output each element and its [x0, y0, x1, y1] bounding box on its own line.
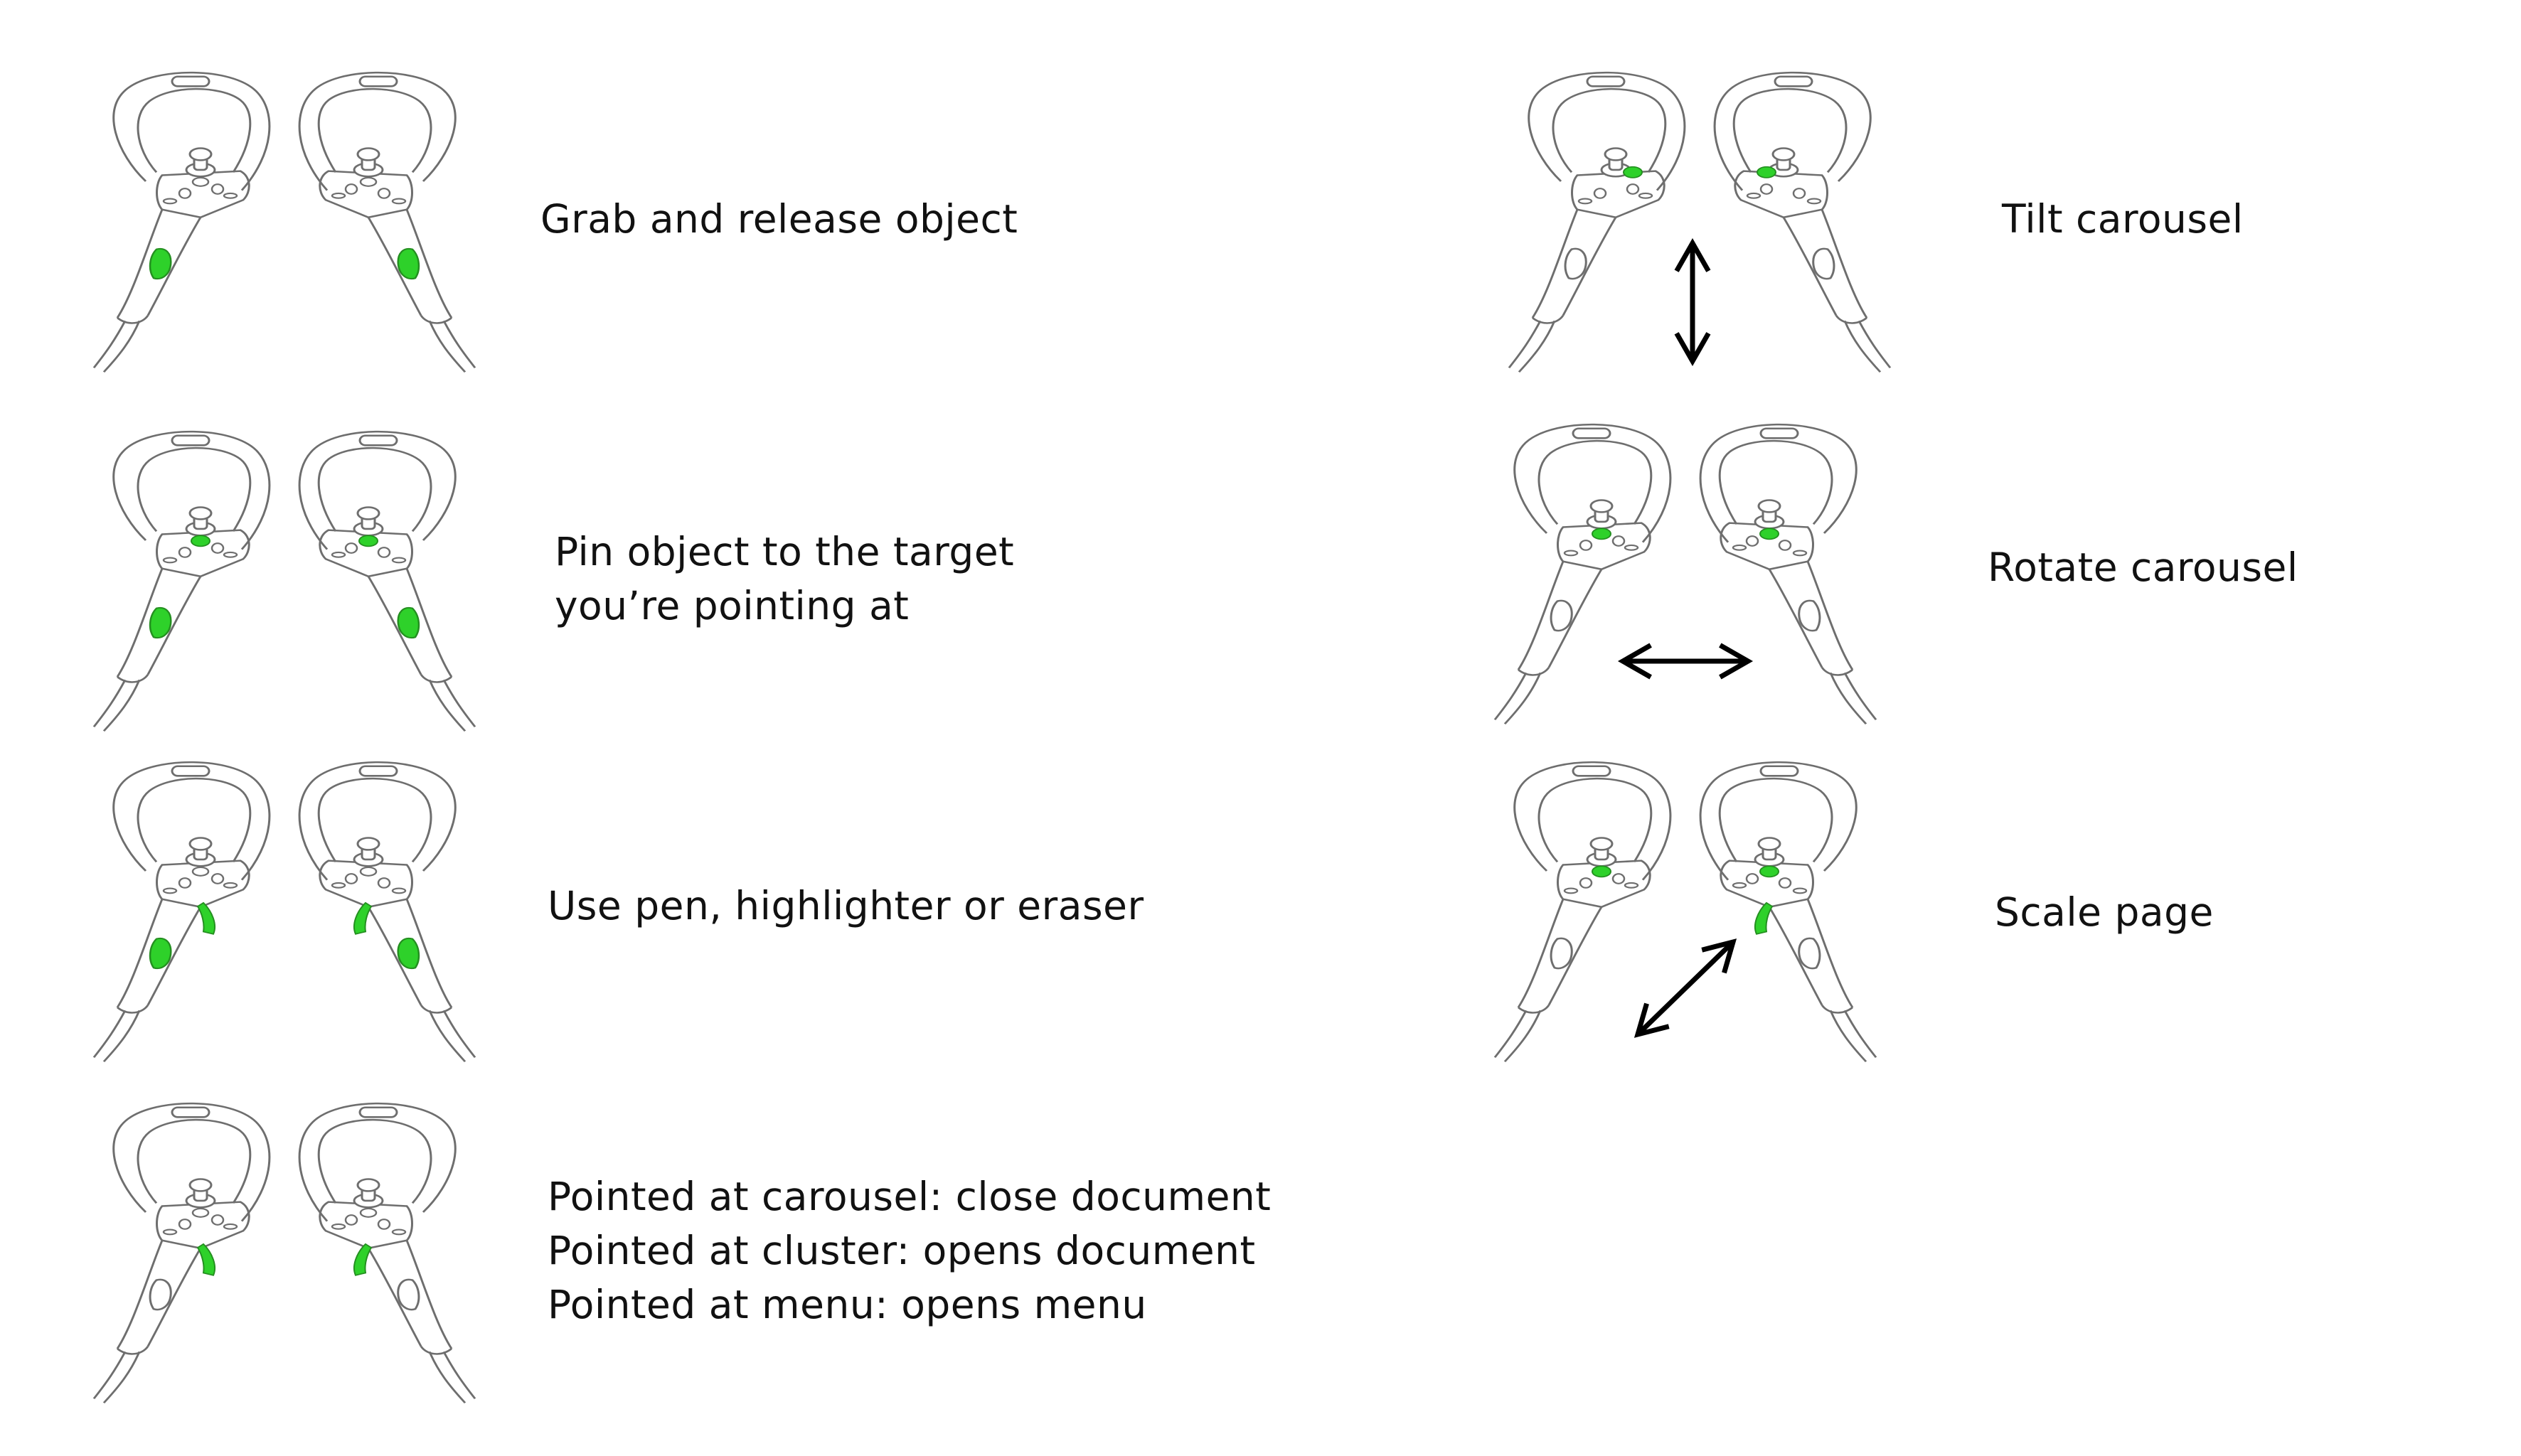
vr-controllers-illustration: [92, 1102, 476, 1404]
vertical-double-arrow-icon: [1657, 235, 1728, 370]
right-controller: [298, 71, 476, 373]
label-grab-release: Grab and release object: [540, 196, 1018, 242]
label-tilt-carousel: Tilt carousel: [2002, 196, 2244, 242]
label-line: you’re pointing at: [555, 583, 910, 628]
label-line: Pointed at cluster: opens document: [548, 1228, 1256, 1273]
horizontal-double-arrow-icon: [1614, 626, 1757, 697]
label-use-pen: Use pen, highlighter or eraser: [548, 883, 1144, 928]
left-controller: [92, 1102, 271, 1404]
label-pin-object: Pin object to the target you’re pointing…: [555, 525, 1014, 633]
controller-pair-pin: [78, 423, 491, 736]
right-controller: [298, 1102, 476, 1404]
vr-controllers-illustration: [92, 761, 476, 1063]
label-pointed-at: Pointed at carousel: close document Poin…: [548, 1169, 1271, 1332]
controller-pair-grab: [78, 64, 491, 377]
vr-controllers-illustration: [92, 430, 476, 732]
right-controller: [298, 761, 476, 1063]
label-rotate-carousel: Rotate carousel: [1988, 545, 2298, 590]
left-controller: [92, 71, 271, 373]
controller-pair-point: [78, 1095, 491, 1408]
right-controller: [1713, 71, 1892, 373]
label-line: Pointed at carousel: close document: [548, 1174, 1272, 1219]
right-controller: [298, 430, 476, 732]
vr-controllers-illustration: [92, 71, 476, 373]
label-scale-page: Scale page: [1995, 889, 2214, 935]
label-line: Pin object to the target: [555, 529, 1015, 574]
left-controller: [92, 761, 271, 1063]
controller-pair-pen: [78, 754, 491, 1066]
diagonal-double-arrow-icon: [1625, 931, 1746, 1045]
label-line: Pointed at menu: opens menu: [548, 1282, 1147, 1327]
left-controller: [92, 430, 271, 732]
